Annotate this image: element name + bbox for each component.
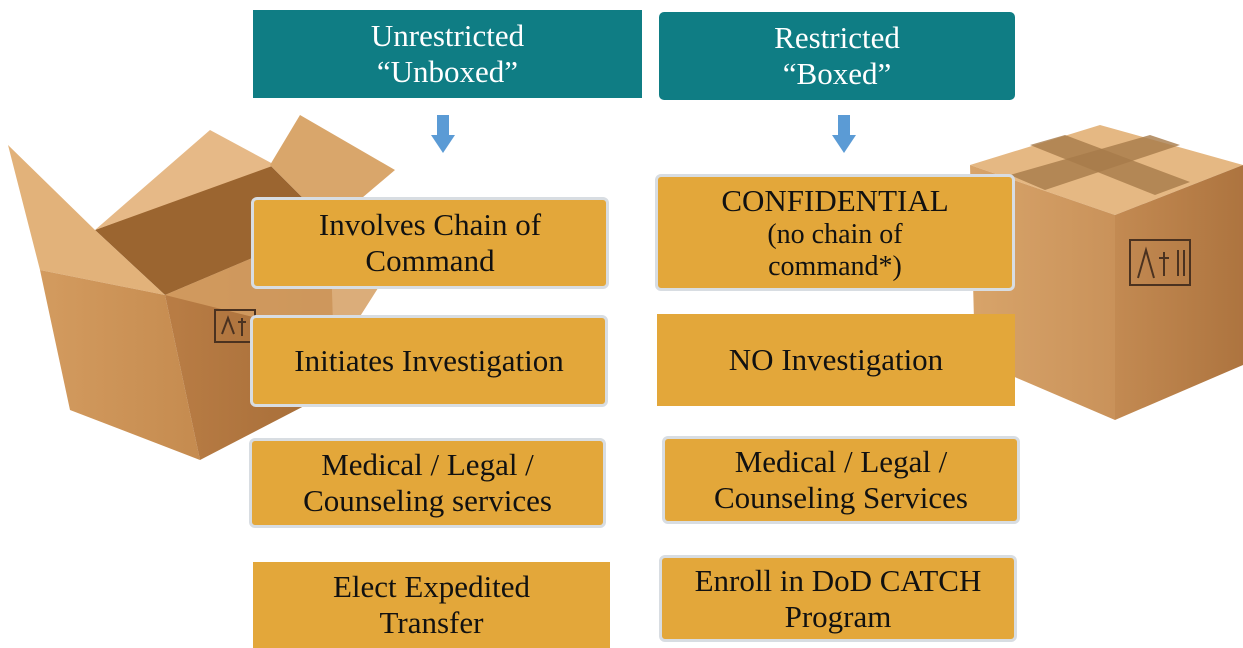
- open-cardboard-box-icon: [8, 115, 395, 460]
- item-line: Enroll in DoD CATCH: [694, 562, 982, 598]
- restricted-header-line-1: Restricted: [774, 20, 900, 55]
- unrestricted-header-line-1: Unrestricted: [370, 18, 525, 53]
- item-line: Elect Expedited: [332, 569, 531, 604]
- item-line: Medical / Legal /: [734, 444, 948, 479]
- unrestricted-header: Unrestricted “Unboxed”: [253, 10, 642, 98]
- down-arrow-icon: [431, 115, 455, 153]
- item-line: NO Investigation: [728, 342, 944, 377]
- down-arrow-icon: [832, 115, 856, 153]
- item-line: Command: [365, 243, 495, 278]
- restricted-item-confidential: CONFIDENTIAL (no chain of command*): [655, 174, 1015, 291]
- unrestricted-item-services: Medical / Legal / Counseling services: [249, 438, 606, 528]
- item-line: command*): [768, 250, 902, 282]
- item-line: Involves Chain of: [318, 207, 542, 242]
- item-line: (no chain of: [767, 218, 903, 250]
- item-line: Initiates Investigation: [294, 343, 564, 378]
- item-line: CONFIDENTIAL: [721, 182, 949, 218]
- item-line: Program: [784, 598, 892, 634]
- restricted-item-catch-program: Enroll in DoD CATCH Program: [659, 555, 1017, 642]
- item-line: Transfer: [379, 605, 484, 640]
- item-line: Counseling services: [303, 483, 552, 518]
- restricted-item-services: Medical / Legal / Counseling Services: [662, 436, 1020, 524]
- item-line: Counseling Services: [714, 480, 968, 515]
- unrestricted-header-line-2: “Unboxed”: [376, 54, 519, 89]
- unrestricted-item-chain-of-command: Involves Chain of Command: [251, 197, 609, 289]
- restricted-header: Restricted “Boxed”: [659, 12, 1015, 100]
- unrestricted-item-investigation: Initiates Investigation: [250, 315, 608, 407]
- unrestricted-item-transfer: Elect Expedited Transfer: [253, 562, 610, 648]
- item-line: Medical / Legal /: [321, 447, 534, 482]
- restricted-item-no-investigation: NO Investigation: [657, 314, 1015, 406]
- restricted-header-line-2: “Boxed”: [782, 56, 892, 91]
